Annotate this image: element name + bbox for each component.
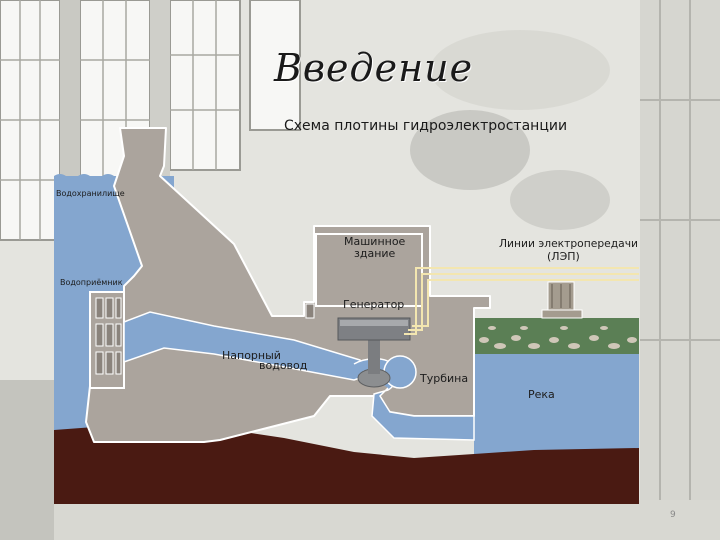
label-penstock-2: водовод xyxy=(259,359,308,372)
transformer xyxy=(541,281,583,319)
bank-stones xyxy=(479,326,637,349)
ground xyxy=(54,424,639,504)
diagram-caption: Схема плотины гидроэлектростанции xyxy=(284,118,568,134)
label-machine-hall-2: здание xyxy=(354,247,396,260)
turbine-shaft xyxy=(368,340,380,374)
hydro-dam-diagram: Водохранилище Водоприёмник Машинное здан… xyxy=(54,127,639,504)
power-lines xyxy=(404,267,639,335)
machine-hall xyxy=(315,233,423,307)
label-power-lines-2: (ЛЭП) xyxy=(547,250,580,263)
label-penstock-1: Напорный xyxy=(222,349,281,362)
label-power-lines-1: Линии электропередачи xyxy=(499,237,638,250)
label-turbine: Турбина xyxy=(419,372,468,385)
label-machine-hall-1: Машинное xyxy=(344,235,406,248)
label-intake: Водоприёмник xyxy=(60,278,123,287)
label-reservoir: Водохранилище xyxy=(56,189,125,198)
river-water xyxy=(474,354,639,454)
turbine-volute xyxy=(383,355,417,389)
intake-structure xyxy=(89,291,125,389)
page-number: 9 xyxy=(670,510,676,520)
slide-title: Введение xyxy=(274,46,474,90)
label-generator: Генератор xyxy=(343,298,404,311)
label-river: Река xyxy=(528,388,555,401)
dam-body xyxy=(85,127,491,443)
